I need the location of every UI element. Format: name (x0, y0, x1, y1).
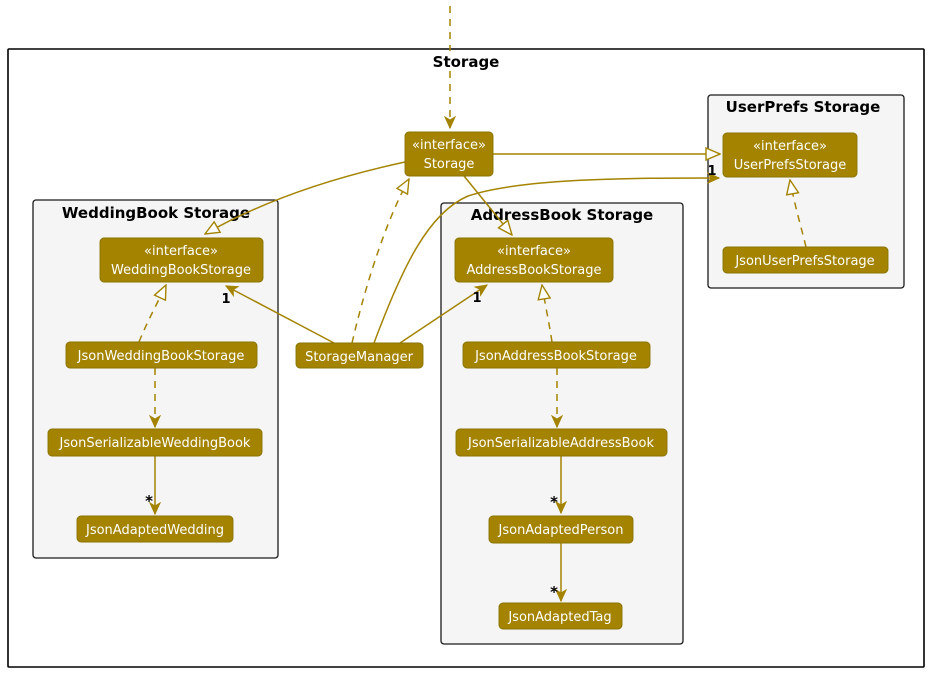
node-storage-name: Storage (424, 157, 475, 172)
node-userprefsstorage-rect (722, 132, 858, 178)
node-storage-interface-rect (404, 131, 494, 177)
node-userprefsstorage-interface: «interface» UserPrefsStorage (722, 132, 858, 178)
edge-storage-extends-addressbookstorage (463, 175, 512, 235)
node-jsonweddingbookstorage-rect (65, 341, 258, 369)
node-addressbookstorage-name: AddressBookStorage (467, 263, 602, 278)
node-addressbookstorage-interface: «interface» AddressBookStorage (454, 237, 614, 283)
node-jsonadaptedperson: JsonAdaptedPerson (488, 515, 634, 544)
node-addressbookstorage-rect (454, 237, 614, 283)
node-jsonadaptedtag: JsonAdaptedTag (498, 602, 623, 630)
edge-jsonweddingbookstorage-realizes-weddingbookstorage (138, 285, 166, 343)
package-userprefs-title: UserPrefs Storage (726, 98, 881, 116)
node-jsonuserprefsstorage: JsonUserPrefsStorage (722, 246, 889, 274)
multiplicity-jsonadaptedperson: * (550, 493, 558, 511)
title-backdrop (428, 51, 506, 71)
package-weddingbook-rect (32, 199, 279, 559)
multiplicity-storagemanager-weddingbookstorage: 1 (221, 292, 230, 307)
node-jsonweddingbookstorage-name: JsonWeddingBookStorage (77, 349, 245, 364)
node-storagemanager-rect (295, 342, 424, 369)
node-jsonaddressbookstorage-name: JsonAddressBookStorage (474, 349, 637, 364)
edge-storagemanager-to-addressbookstorage (399, 285, 487, 344)
node-storage-interface: «interface» Storage (404, 131, 494, 177)
multiplicity-storagemanager-addressbookstorage: 1 (472, 291, 481, 306)
package-addressbook-title: AddressBook Storage (471, 206, 653, 224)
node-storagemanager: StorageManager (295, 342, 424, 369)
node-jsonserializableweddingbook: JsonSerializableWeddingBook (47, 428, 263, 457)
multiplicity-storagemanager-userprefsstorage: 1 (707, 164, 716, 179)
node-jsonserializableweddingbook-rect (47, 428, 263, 457)
node-weddingbookstorage-interface: «interface» WeddingBookStorage (99, 237, 264, 283)
node-addressbookstorage-stereotype: «interface» (497, 244, 571, 259)
edge-jsonaddressbookstorage-realizes-addressbookstorage (542, 285, 553, 343)
node-weddingbookstorage-name: WeddingBookStorage (111, 263, 251, 278)
multiplicity-jsonadaptedwedding: * (145, 492, 153, 510)
node-jsonaddressbookstorage-rect (462, 341, 651, 369)
node-jsonadaptedwedding-rect (76, 515, 234, 543)
package-weddingbook-title: WeddingBook Storage (62, 204, 250, 222)
node-jsonadaptedtag-rect (498, 602, 623, 630)
diagram-title: Storage (433, 53, 500, 71)
node-userprefsstorage-stereotype: «interface» (753, 139, 827, 154)
edge-jsonuserprefsstorage-realizes-userprefsstorage (790, 180, 807, 248)
node-weddingbookstorage-stereotype: «interface» (144, 244, 218, 259)
package-weddingbook-storage: WeddingBook Storage (32, 199, 279, 559)
edge-storagemanager-realizes-storage (351, 179, 409, 344)
node-jsonserializableweddingbook-name: JsonSerializableWeddingBook (59, 436, 251, 451)
node-jsonadaptedperson-rect (488, 515, 634, 544)
node-jsonadaptedwedding-name: JsonAdaptedWedding (85, 523, 224, 538)
node-jsonadaptedtag-name: JsonAdaptedTag (507, 610, 611, 625)
node-jsonadaptedwedding: JsonAdaptedWedding (76, 515, 234, 543)
node-jsonadaptedperson-name: JsonAdaptedPerson (498, 523, 624, 538)
node-jsonserializableaddressbook: JsonSerializableAddressBook (455, 428, 668, 457)
node-jsonserializableaddressbook-rect (455, 428, 668, 457)
edge-storage-extends-weddingbookstorage (205, 161, 406, 234)
node-jsonuserprefsstorage-rect (722, 246, 889, 274)
node-userprefsstorage-name: UserPrefsStorage (734, 158, 847, 173)
node-storage-stereotype: «interface» (412, 138, 486, 153)
multiplicity-jsonadaptedtag: * (550, 583, 558, 601)
edge-storagemanager-to-weddingbookstorage (226, 285, 335, 344)
node-jsonaddressbookstorage: JsonAddressBookStorage (462, 341, 651, 369)
node-jsonweddingbookstorage: JsonWeddingBookStorage (65, 341, 258, 369)
diagram-frame (7, 48, 925, 668)
node-jsonserializableaddressbook-name: JsonSerializableAddressBook (467, 436, 654, 451)
node-weddingbookstorage-rect (99, 237, 264, 283)
node-jsonuserprefsstorage-name: JsonUserPrefsStorage (734, 254, 874, 269)
edge-storagemanager-to-userprefsstorage (373, 178, 719, 344)
node-storagemanager-name: StorageManager (305, 350, 414, 365)
